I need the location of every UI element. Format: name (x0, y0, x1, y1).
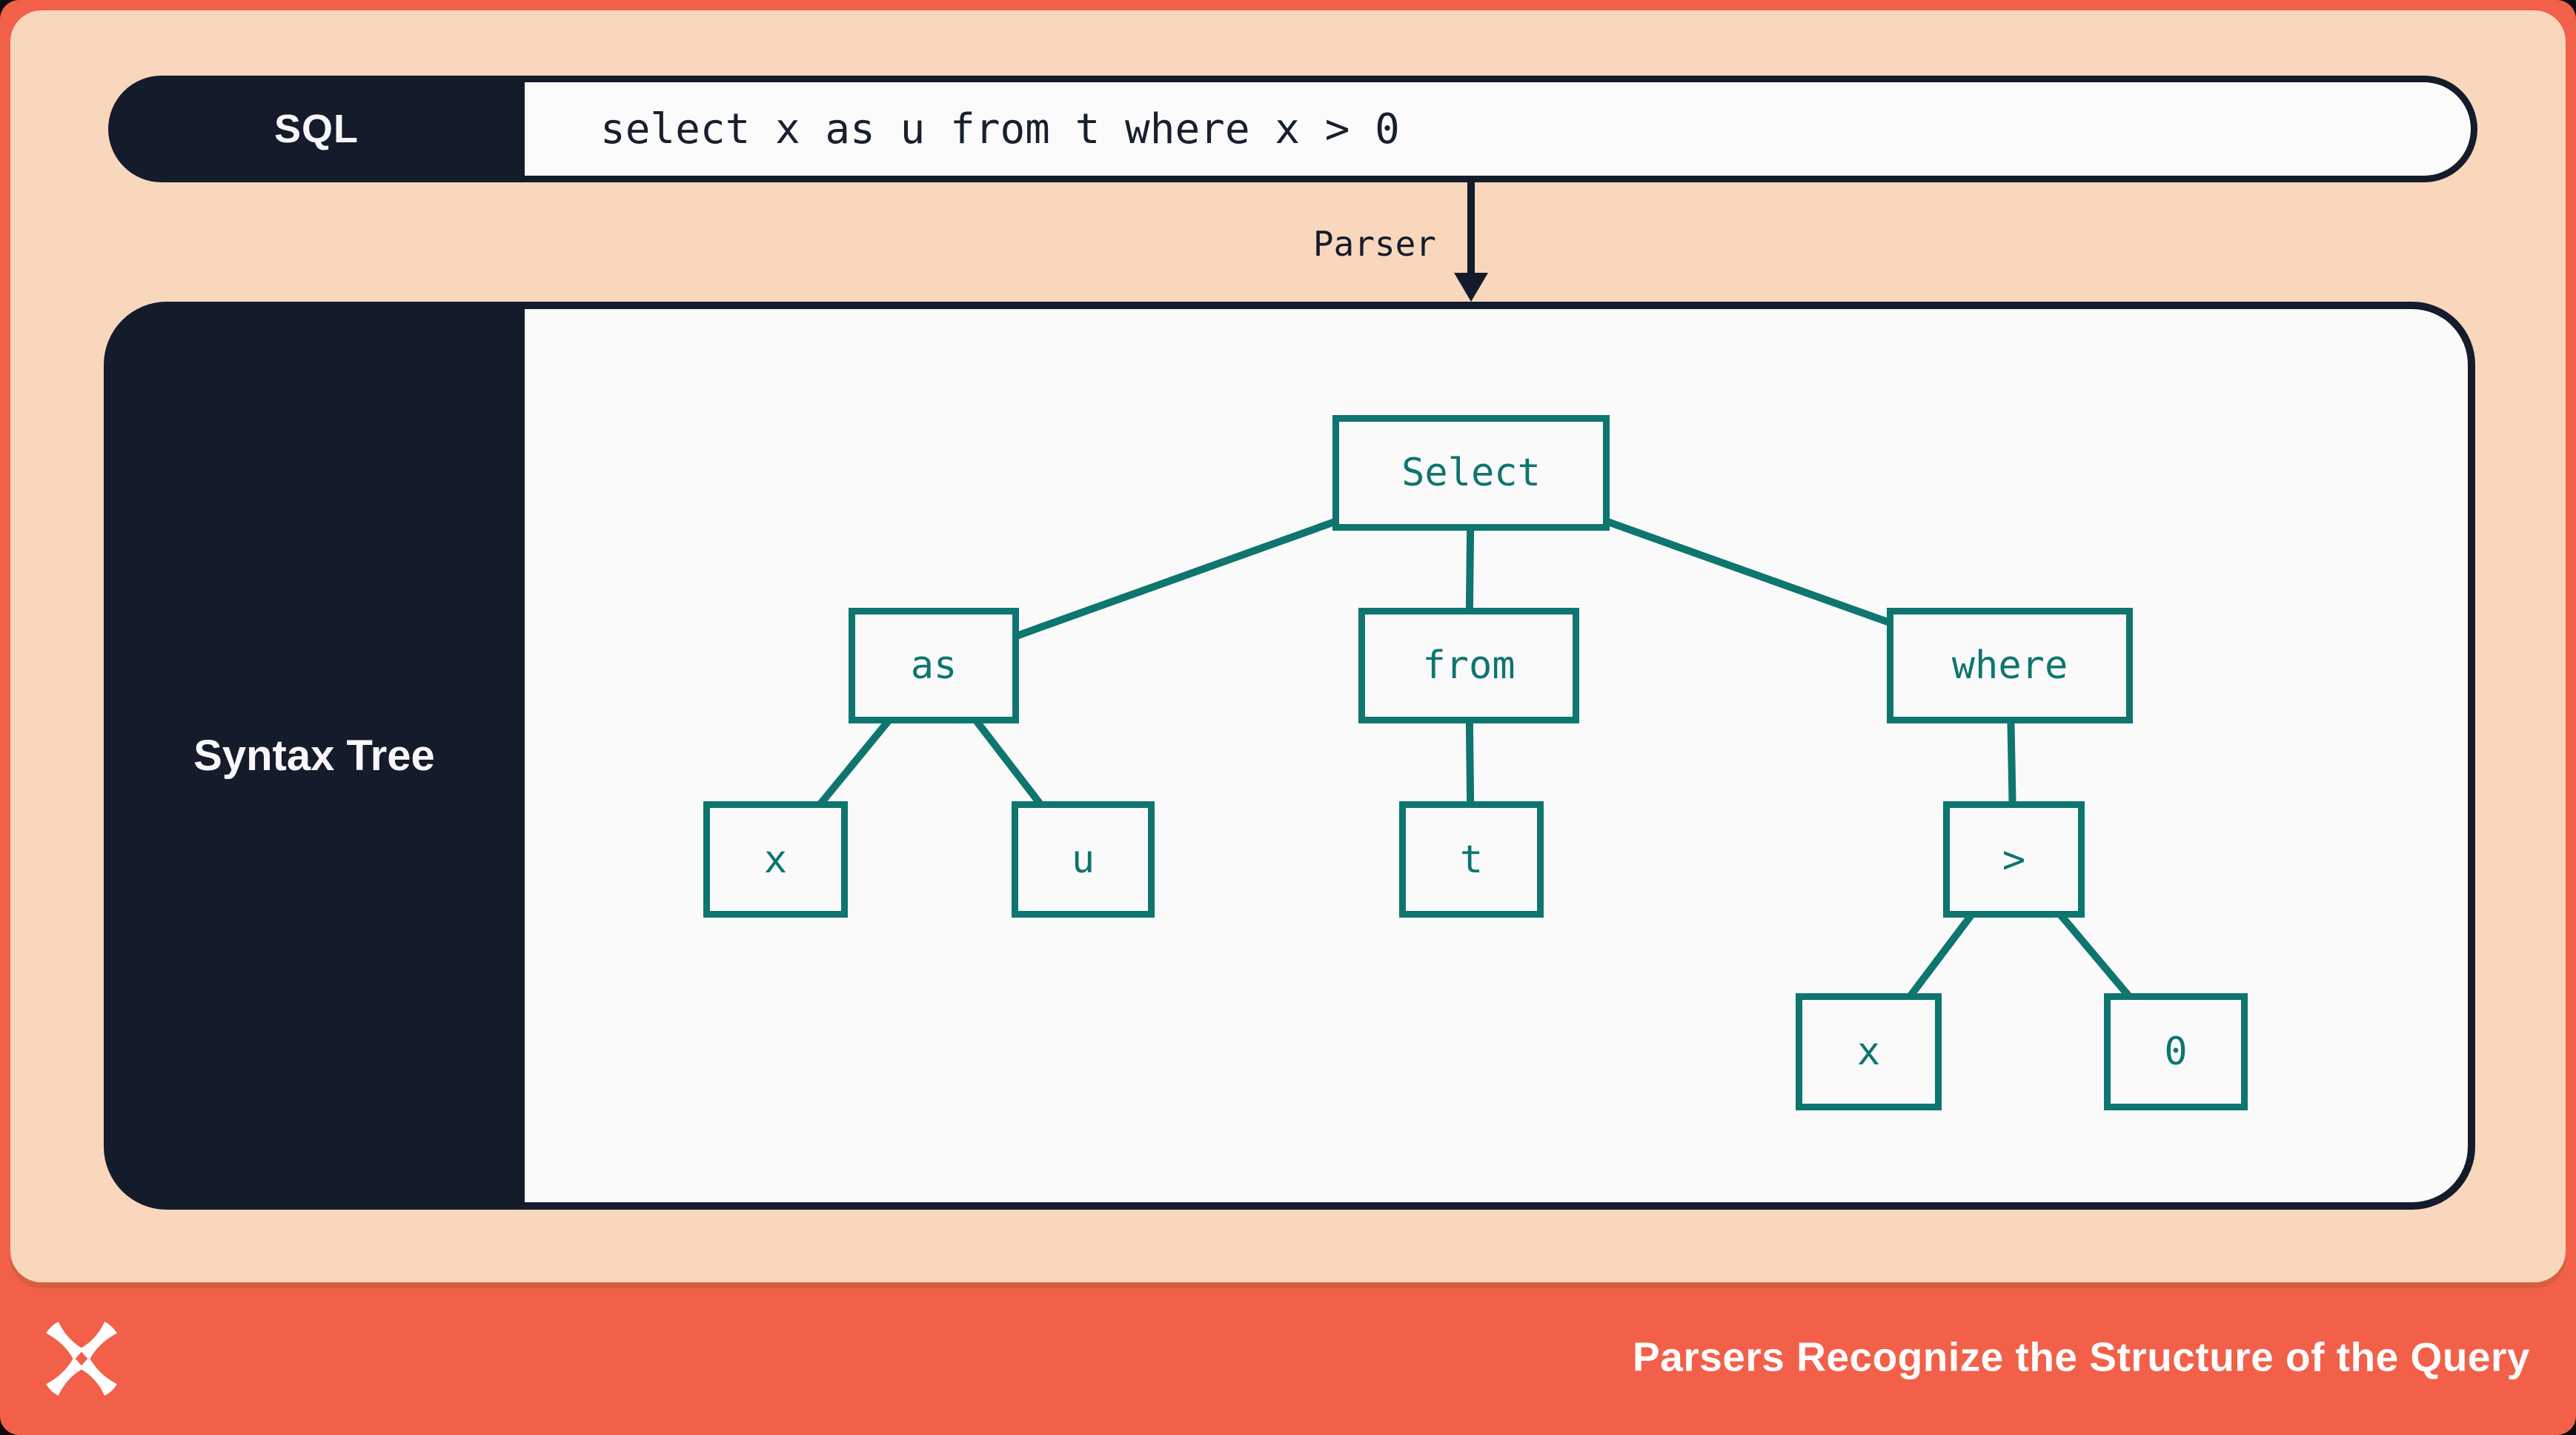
sql-input-bar: select x as u from t where x > 0 SQL (108, 76, 2477, 182)
tree-node-from: from (1358, 608, 1579, 723)
tree-node-x-alias: x (703, 801, 848, 918)
dolt-x-logo-icon (46, 1322, 117, 1396)
tree-node-as: as (849, 608, 1019, 723)
tree-node-greater-than: > (1943, 801, 2085, 918)
sql-query-text: select x as u from t where x > 0 (600, 105, 1400, 153)
tree-node-select: Select (1332, 415, 1610, 531)
syntax-tree-sidebar-label: Syntax Tree (193, 732, 435, 780)
down-arrow-head-icon (1454, 273, 1488, 302)
tree-node-u: u (1012, 801, 1155, 918)
sql-query-field: select x as u from t where x > 0 (525, 82, 2471, 176)
tree-node-x-operand: x (1796, 993, 1942, 1110)
tree-node-t: t (1399, 801, 1544, 918)
footer-title: Parsers Recognize the Structure of the Q… (1633, 1333, 2530, 1380)
tree-node-where: where (1887, 608, 2133, 723)
tree-node-zero: 0 (2104, 993, 2248, 1110)
parser-label: Parser (1312, 224, 1436, 264)
down-arrow-icon (1467, 182, 1475, 274)
footer-bar: Parsers Recognize the Structure of the Q… (0, 1282, 2576, 1435)
sql-bar-label: SQL (273, 107, 359, 151)
